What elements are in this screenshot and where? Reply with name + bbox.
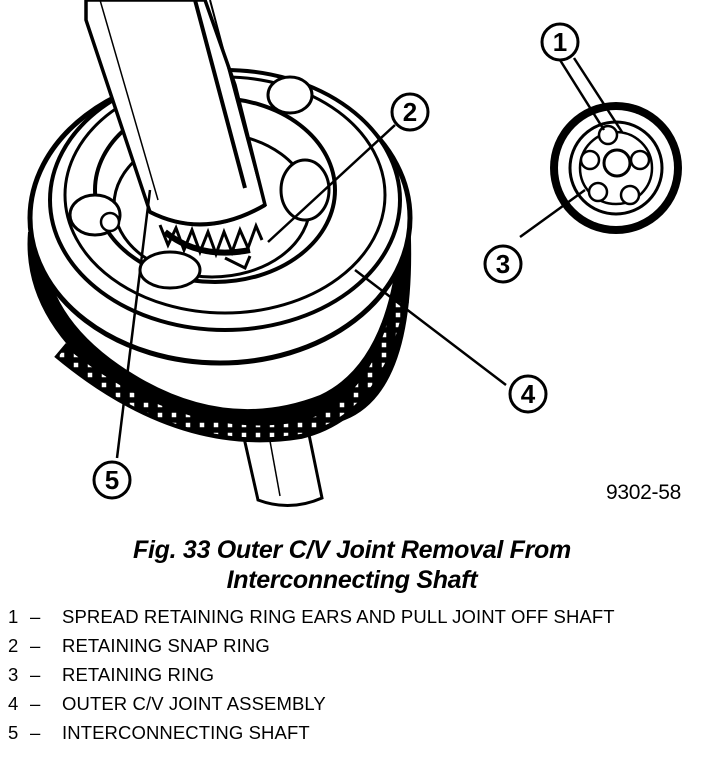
svg-text:2: 2: [403, 97, 417, 127]
legend-list: 1 – SPREAD RETAINING RING EARS AND PULL …: [8, 606, 698, 751]
legend-number: 2: [8, 635, 19, 656]
cv-joint-illustration: 1 2 3 4 5: [27, 0, 682, 508]
figure-id: 9302-58: [606, 481, 681, 504]
legend-dash: –: [30, 606, 41, 627]
legend-text: INTERCONNECTING SHAFT: [62, 722, 310, 743]
legend-item: 3 – RETAINING RING: [8, 664, 698, 685]
legend-dash: –: [30, 635, 41, 656]
legend-number: 4: [8, 693, 19, 714]
legend-item: 2 – RETAINING SNAP RING: [8, 635, 698, 656]
svg-text:1: 1: [553, 27, 567, 57]
legend-dash: –: [30, 693, 41, 714]
caption-line-2: Interconnecting Shaft: [226, 566, 478, 594]
svg-text:4: 4: [521, 379, 536, 409]
legend-number: 3: [8, 664, 19, 685]
legend-item: 5 – INTERCONNECTING SHAFT: [8, 722, 698, 743]
callout-2: 2: [390, 92, 430, 132]
callout-4: 4: [508, 374, 548, 414]
svg-text:5: 5: [105, 465, 119, 495]
legend-text: RETAINING SNAP RING: [62, 635, 270, 656]
caption-line-1: Fig. 33 Outer C/V Joint Removal From: [133, 536, 571, 564]
legend-dash: –: [30, 722, 41, 743]
legend-dash: –: [30, 664, 41, 685]
legend-text: SPREAD RETAINING RING EARS AND PULL JOIN…: [62, 606, 615, 627]
callout-3: 3: [483, 244, 523, 284]
legend-text: RETAINING RING: [62, 664, 215, 685]
legend-number: 1: [8, 606, 19, 627]
legend-item: 4 – OUTER C/V JOINT ASSEMBLY: [8, 693, 698, 714]
callout-5: 5: [92, 460, 132, 500]
legend-text: OUTER C/V JOINT ASSEMBLY: [62, 693, 326, 714]
legend-item: 1 – SPREAD RETAINING RING EARS AND PULL …: [8, 606, 698, 627]
interconnecting-shaft: [84, 0, 268, 227]
callout-1: 1: [540, 22, 580, 62]
inset-joint-detail: [550, 102, 682, 234]
legend-number: 5: [8, 722, 19, 743]
svg-text:3: 3: [496, 249, 510, 279]
